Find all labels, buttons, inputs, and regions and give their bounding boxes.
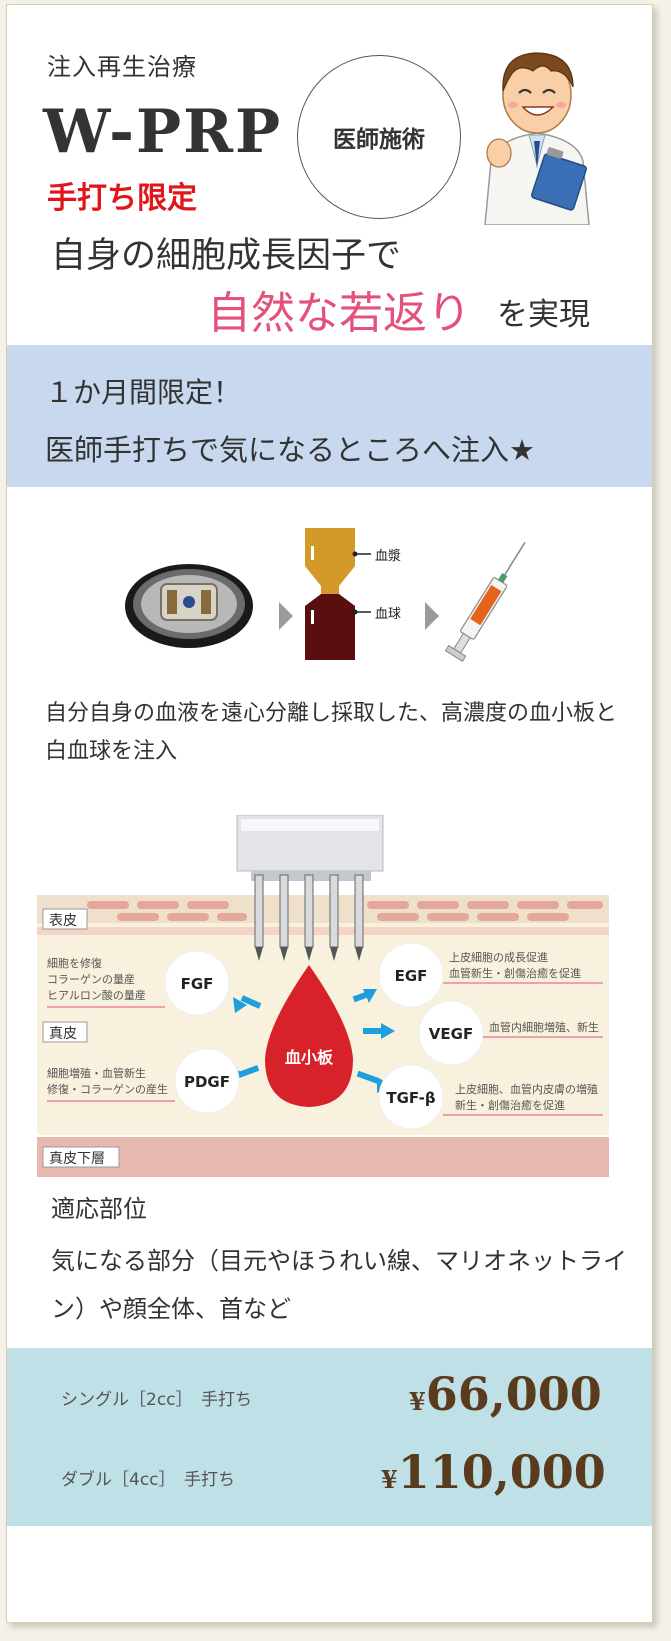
skin-growth-factor-diagram: 表皮 真皮 真皮下層 血小板 [37,815,609,1177]
vegf-circle [418,1000,484,1066]
price-amount: 110,000 [397,1445,606,1499]
fgf-effect-line: コラーゲンの量産 [47,973,135,986]
epidermis-layer [37,895,609,935]
fgf-label: FGF [181,975,214,993]
treatment-category: 注入再生治療 [47,53,197,81]
vegf-label: VEGF [429,1025,473,1043]
price-label-double: ダブル［4cc］ 手打ち [61,1470,236,1490]
arrow-fgf-icon [233,997,247,1013]
tgf-effect-line: 上皮細胞、血管内皮膚の増殖 [455,1082,598,1096]
pdgf-label: PDGF [184,1073,230,1091]
price-table [7,1348,652,1526]
vegf-effect-line: 血管内細胞増殖、新生 [489,1020,599,1034]
yen-sign: ¥ [409,1387,426,1416]
arrow-right-icon [279,602,293,630]
doctor-badge-label: 医師施術 [333,126,425,153]
egf-effect-line: 血管新生・創傷治癒を促進 [449,966,581,980]
egf-circle [378,942,444,1008]
pdgf-effect-line: 細胞増殖・血管新生 [47,1066,146,1080]
price-label-single: シングル［2cc］ 手打ち [61,1390,253,1410]
arrow-vegf-icon [381,1023,395,1039]
platelet-drop-icon [265,965,353,1107]
syringe-icon [444,541,526,662]
centrifuge-icon [125,564,253,648]
fgf-effect-line: 細胞を修復 [47,956,102,970]
limited-label: 手打ち限定 [47,181,197,216]
epidermis-label: 表皮 [49,913,77,929]
arrow-right-icon [425,602,439,630]
doctor-illustration-icon [484,52,590,225]
prp-process-diagram: 血漿 血球 [125,528,526,662]
tagline-line-3: を実現 [497,297,590,333]
pdgf-circle [174,1048,240,1114]
campaign-period: １か月間限定！ [45,376,242,409]
blood-cell-label: 血球 [375,607,401,622]
egf-label: EGF [395,967,428,985]
campaign-text: 医師手打ちで気になるところへ注入★ [45,433,535,467]
egf-effect-line: 上皮細胞の成長促進 [449,950,548,964]
indication-areas: 気になる部分（目元やほうれい線、マリオネットライン）や顔全体、首など [51,1247,627,1323]
microneedle-device-icon [236,815,384,961]
pdgf-effect-line: 修復・コラーゲンの産生 [47,1082,168,1096]
campaign-banner [7,345,652,487]
dermis-label: 真皮 [49,1026,77,1042]
treatment-card: 注入再生治療 W-PRP 手打ち限定 医師施術 自身の細胞成長因子で 自然な若返… [6,4,653,1623]
fgf-circle [164,950,230,1016]
indication-heading: 適応部位 [51,1195,147,1223]
price-value-single: ¥66,000 [409,1367,602,1421]
blood-tube-icon [305,528,371,660]
subdermis-label: 真皮下層 [49,1151,105,1167]
tagline-highlight: 自然な若返り [207,288,471,339]
treatment-description: 自分自身の血液を遠心分離し採取した、高濃度の血小板と白血球を注入 [45,701,618,764]
price-value-double: ¥110,000 [381,1445,606,1499]
tagline-line-1: 自身の細胞成長因子で [51,236,402,276]
yen-sign: ¥ [381,1465,398,1494]
tgf-effect-line: 新生・創傷治癒を促進 [455,1098,565,1112]
doctor-badge: 医師施術 [297,55,461,219]
tgf-label: TGF-β [386,1089,436,1107]
price-amount: 66,000 [425,1367,602,1421]
subdermis-layer [37,1137,609,1177]
plasma-label: 血漿 [375,549,401,564]
product-name: W-PRP [43,97,283,167]
platelet-label: 血小板 [285,1048,334,1067]
tgf-circle [378,1064,444,1130]
fgf-effect-line: ヒアルロン酸の量産 [47,988,146,1002]
